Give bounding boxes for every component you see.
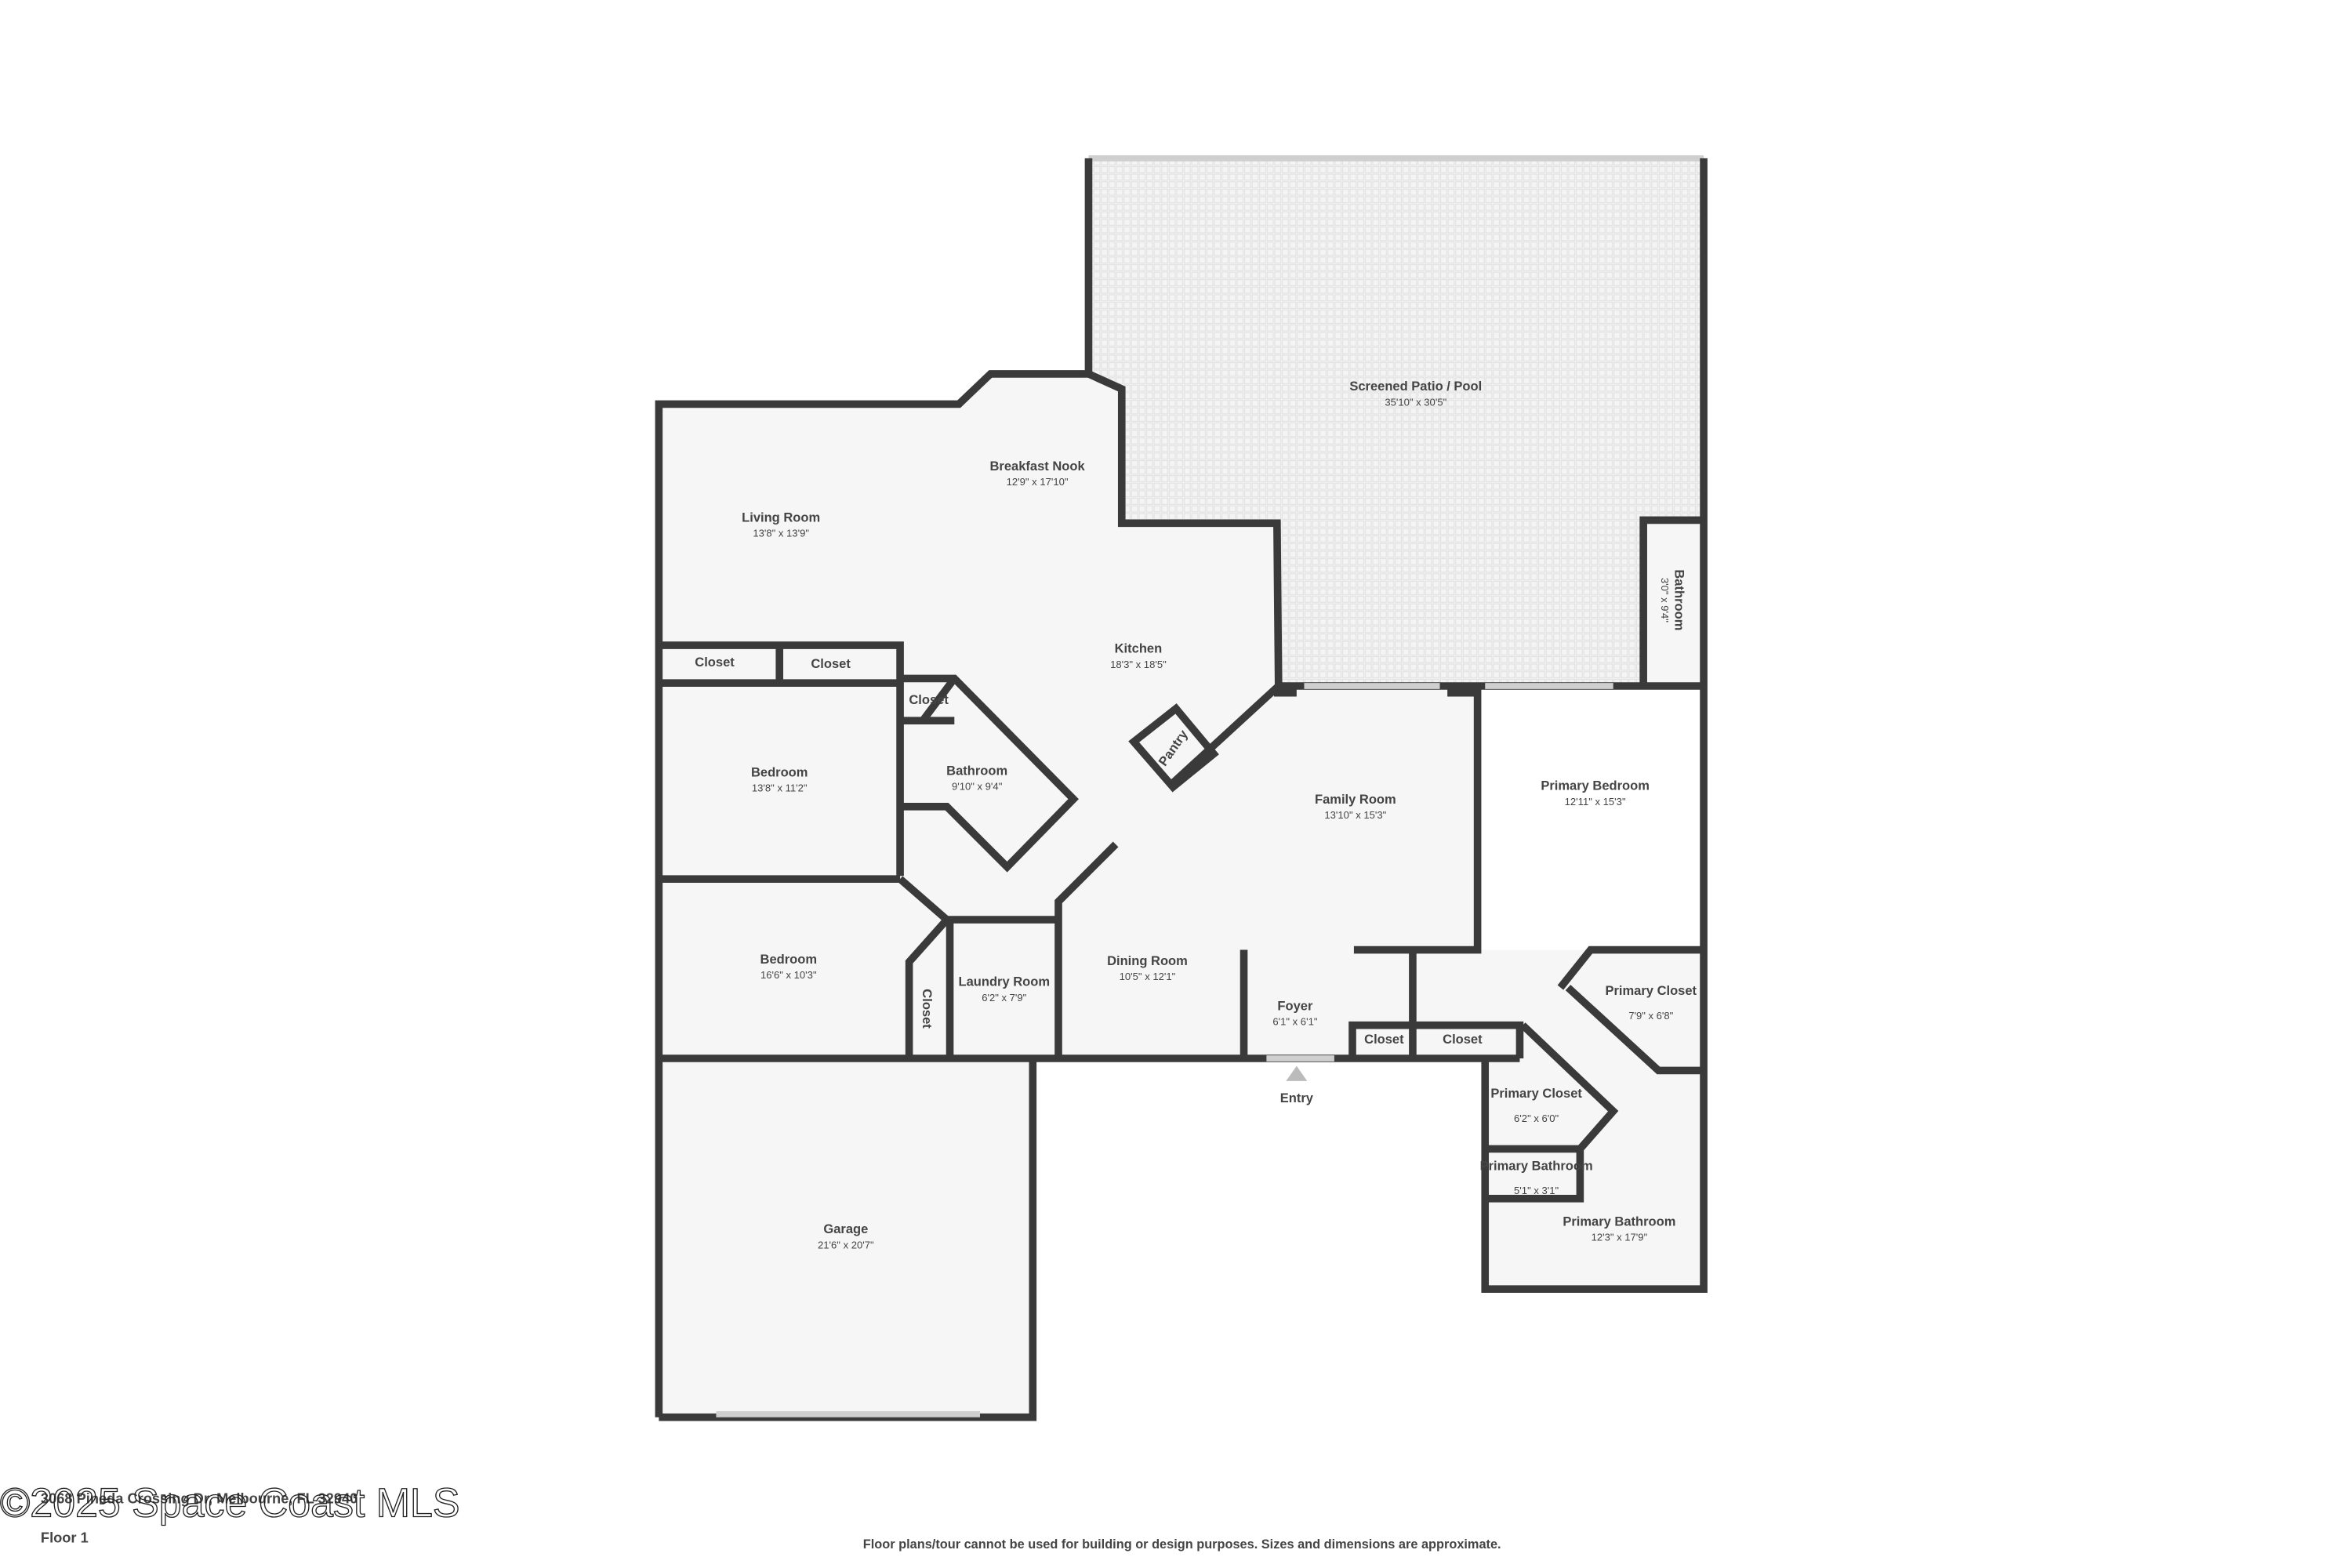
room-name: Foyer	[1277, 998, 1313, 1013]
floor-label: Floor 1	[41, 1529, 89, 1545]
room-dims: 5'1" x 3'1"	[1514, 1185, 1559, 1196]
room-dims: 16'6" x 10'3"	[760, 969, 817, 981]
room-name: Closet	[811, 656, 851, 671]
room-name: Primary Bathroom	[1563, 1214, 1675, 1229]
room-name: Closet	[909, 692, 949, 707]
room-dims: 7'9" x 6'8"	[1628, 1010, 1673, 1022]
room-name: Closet	[1443, 1032, 1483, 1047]
disclaimer: Floor plans/tour cannot be used for buil…	[863, 1537, 1501, 1552]
room-name: Bathroom	[1672, 569, 1687, 630]
room-name: Primary Closet	[1490, 1086, 1582, 1101]
room-floors	[659, 158, 1704, 1417]
room-name: Primary Bathroom	[1480, 1158, 1593, 1173]
watermark: ©2025 Space Coast MLS	[0, 1481, 459, 1526]
room-dims: 10'5" x 12'1"	[1120, 971, 1176, 982]
room-name: Screened Patio / Pool	[1349, 379, 1482, 394]
entry-label: Entry	[1280, 1091, 1314, 1105]
room-name: Closet	[920, 989, 935, 1029]
room-name: Family Room	[1315, 792, 1396, 807]
room-dims: 12'3" x 17'9"	[1592, 1232, 1648, 1243]
room-name: Primary Closet	[1605, 983, 1697, 998]
entry-arrow-icon	[1286, 1065, 1308, 1081]
room-dims: 9'10" x 9'4"	[952, 781, 1003, 793]
room-dims: 6'1" x 6'1"	[1272, 1016, 1317, 1028]
room-dims: 13'10" x 15'3"	[1324, 809, 1386, 821]
room-name: Bedroom	[751, 764, 808, 779]
address: 3068 Pineda Crossing Dr, Melbourne, FL 3…	[41, 1490, 358, 1506]
room-labels: Screened Patio / Pool 35'10" x 30'5" Bre…	[695, 379, 1697, 1250]
room-name: Primary Bedroom	[1541, 779, 1650, 793]
room-name: Laundry Room	[959, 975, 1051, 989]
room-dims: 21'6" x 20'7"	[818, 1239, 874, 1250]
room-name: Breakfast Nook	[989, 459, 1085, 474]
room-name: Dining Room	[1107, 953, 1188, 968]
room-dims: 6'2" x 6'0"	[1514, 1112, 1559, 1124]
room-dims: 35'10" x 30'5"	[1385, 396, 1446, 408]
room-dims: 13'8" x 13'9"	[753, 528, 809, 539]
room-name: Living Room	[742, 510, 820, 524]
room-name: Closet	[1364, 1032, 1404, 1047]
room-dims: 12'9" x 17'10"	[1007, 476, 1069, 488]
room-dims: 6'2" x 7'9"	[982, 992, 1026, 1004]
room-name: Bathroom	[946, 763, 1007, 778]
room-dims: 3'0" x 9'4"	[1659, 578, 1671, 622]
room-name: Closet	[695, 655, 735, 670]
room-name: Bedroom	[760, 952, 817, 967]
room-name: Garage	[823, 1221, 868, 1236]
room-name: Kitchen	[1115, 641, 1163, 656]
room-dims: 18'3" x 18'5"	[1110, 659, 1167, 670]
room-dims: 13'8" x 11'2"	[752, 782, 808, 794]
room-dims: 12'11" x 15'3"	[1565, 796, 1626, 808]
walls	[655, 155, 1708, 1421]
